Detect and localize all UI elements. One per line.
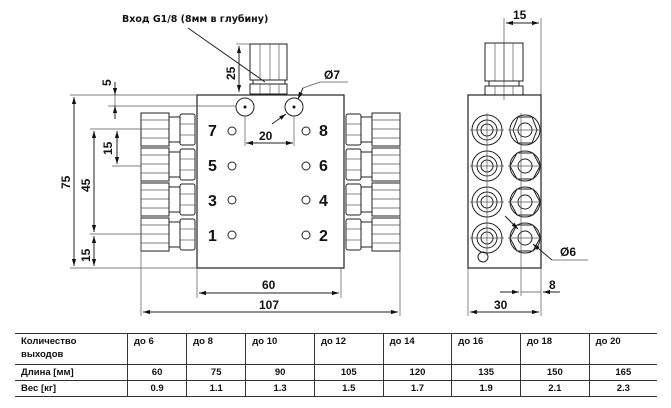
dim-outlet-diameter: Ø6	[560, 245, 576, 259]
dim-side-depth: 30	[494, 298, 508, 312]
dim-body-width: 60	[262, 278, 276, 292]
dim-total-height: 75	[59, 175, 73, 189]
header-label: Количество выходов	[21, 336, 77, 360]
table-cell: 1.9	[451, 380, 521, 397]
column-header: до 6	[126, 333, 187, 365]
dim-outlet-span: 45	[79, 178, 93, 192]
outlet-labels-left: 7 5 3 1	[208, 123, 237, 245]
dim-outlet-pitch-bottom: 15	[79, 248, 93, 262]
column-header: до 12	[313, 333, 384, 365]
outlet-number: 4	[319, 193, 328, 210]
table-cell: 1.5	[313, 380, 384, 397]
outlet-number: 2	[319, 228, 328, 245]
dim-side-offset: 8	[549, 278, 556, 292]
table-cell: 150	[519, 364, 590, 381]
table-cell: 60	[126, 364, 187, 381]
outlet-number: 1	[208, 228, 217, 245]
dim-inlet-height: 25	[224, 66, 238, 80]
dim-inlet-diameter: Ø7	[324, 68, 340, 82]
dim-outlet-pitch-top: 15	[101, 141, 115, 155]
right-outlet-fittings	[345, 112, 401, 252]
outlet-number: 6	[319, 158, 328, 175]
column-header: до 10	[245, 333, 315, 365]
table-cell: 90	[245, 364, 315, 381]
front-view: Вход G1/8 (8мм в глубину) 25 20	[59, 14, 401, 316]
table-header-row: Количество выходов до 6 до 8 до 10 до 12…	[15, 333, 657, 365]
table-cell: 2.1	[519, 380, 590, 397]
column-header: до 14	[382, 333, 452, 365]
outlet-labels-right: 8 6 4 2	[301, 123, 328, 245]
table-cell: 75	[186, 364, 246, 381]
outlet-number: 5	[208, 158, 217, 175]
side-ports-right	[508, 113, 541, 296]
table-cell: 135	[451, 364, 521, 381]
table-row: Вес [кг] 0.9 1.1 1.3 1.5 1.7 1.9 2.1 2.3	[15, 380, 657, 397]
table-cell: 1.3	[245, 380, 315, 397]
outlet-number: 8	[319, 123, 328, 140]
column-header: до 18	[519, 333, 590, 365]
row-label: Вес [кг]	[21, 383, 56, 394]
table-cell: 1.1	[186, 380, 246, 397]
table-cell: 0.9	[126, 380, 187, 397]
distributor-body	[196, 94, 345, 269]
table-row: Длина [мм] 60 75 90 105 120 135 150 165	[15, 364, 657, 381]
dim-top-offset: 5	[100, 79, 114, 86]
inlet-note: Вход G1/8 (8мм в глубину)	[122, 14, 268, 25]
table-cell: 105	[313, 364, 384, 381]
outlet-number: 7	[208, 123, 217, 140]
table-cell: 2.3	[588, 380, 657, 397]
column-header: до 8	[186, 333, 246, 365]
technical-drawing: Вход G1/8 (8мм в глубину) 25 20	[59, 8, 588, 316]
table-cell: 1.7	[382, 380, 452, 397]
side-view: 15 Ø6 8	[467, 8, 588, 316]
table-cell: 120	[382, 364, 452, 381]
dim-side-top-offset: 15	[513, 8, 527, 22]
side-ports-left	[470, 113, 504, 263]
column-header: до 16	[451, 333, 521, 365]
side-body	[467, 94, 542, 269]
outlet-number: 3	[208, 193, 217, 210]
inlet-leader	[187, 27, 266, 83]
inlet-fitting	[249, 43, 288, 95]
dim-inlet-spacing: 20	[259, 129, 273, 143]
row-label: Длина [мм]	[21, 367, 74, 378]
column-header: до 20	[588, 333, 657, 365]
dim-overall-width: 107	[259, 298, 279, 312]
table-cell: 165	[588, 364, 657, 381]
left-outlet-fittings	[140, 112, 196, 252]
specification-table: Количество выходов до 6 до 8 до 10 до 12…	[15, 333, 657, 397]
